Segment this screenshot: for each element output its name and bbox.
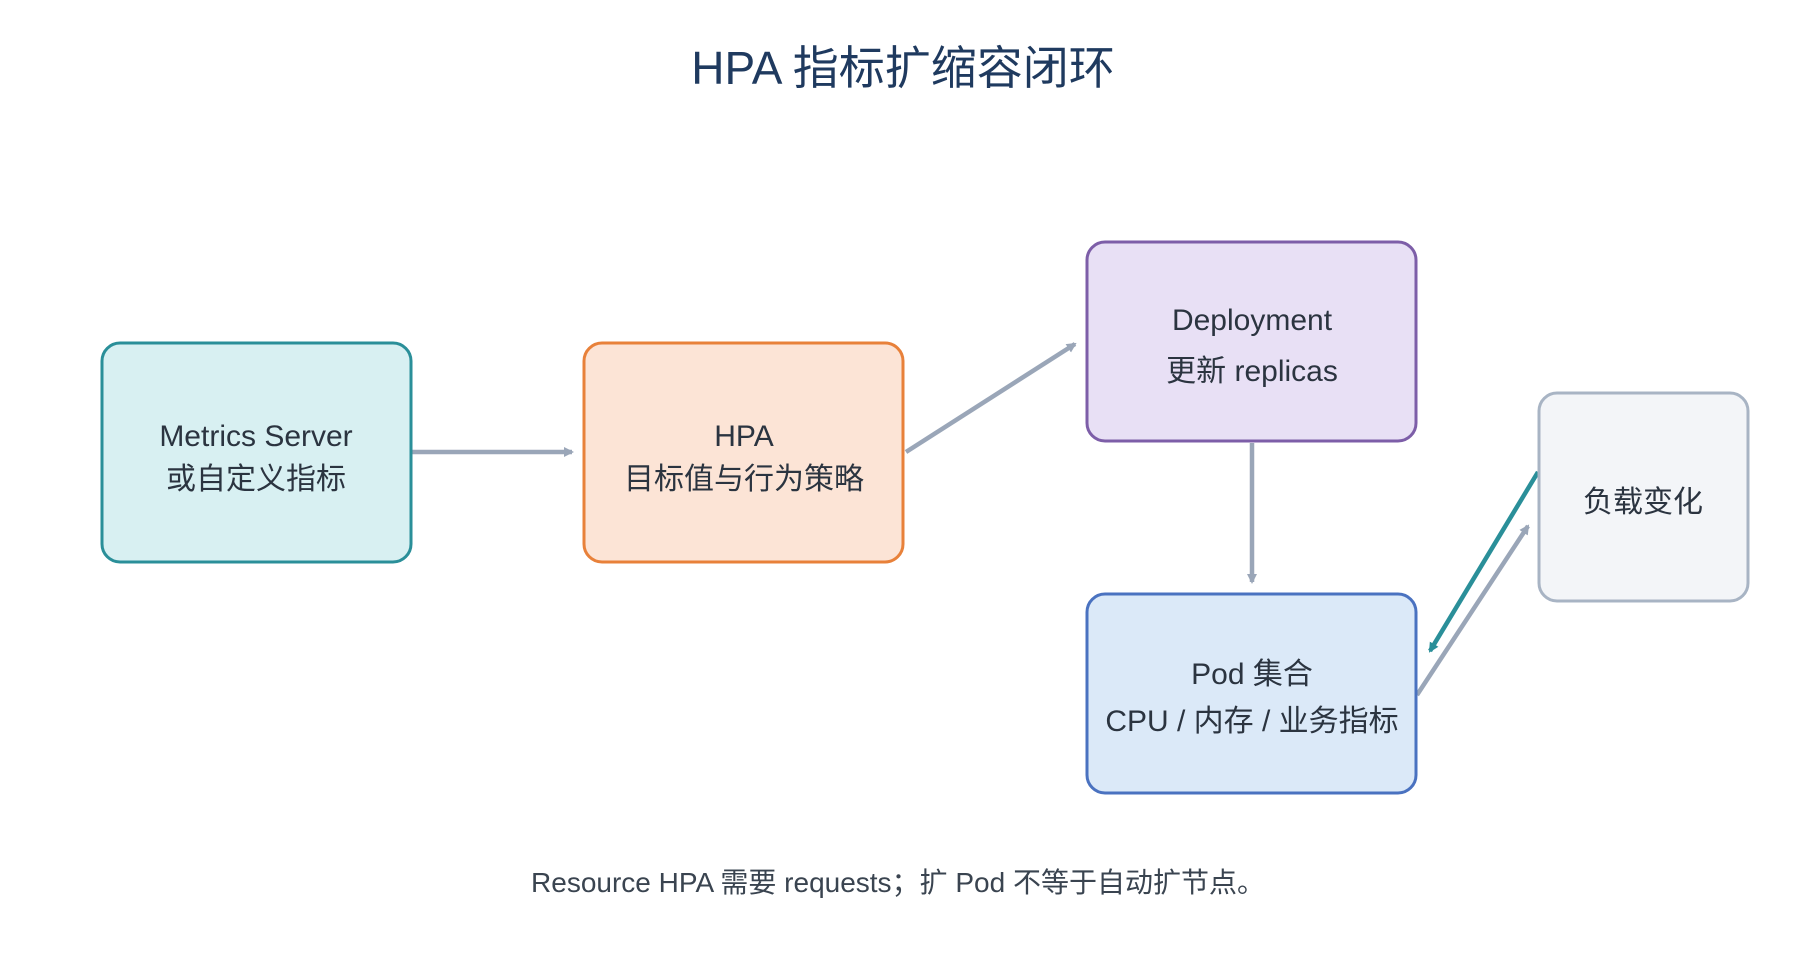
footer-note: Resource HPA 需要 requests；扩 Pod 不等于自动扩节点。 (531, 867, 1265, 898)
node-hpa: HPA 目标值与行为策略 (582, 341, 905, 564)
node-load-change: 负载变化 (1537, 391, 1750, 603)
node-metrics-server-box (100, 341, 413, 564)
node-hpa-title: HPA (714, 420, 773, 453)
node-deployment-subtitle: 更新 replicas (1166, 355, 1338, 388)
edge-pods-to-load (1415, 524, 1530, 697)
node-hpa-subtitle: 目标值与行为策略 (624, 463, 864, 496)
node-deployment-box (1085, 240, 1418, 443)
node-pods-title: Pod 集合 (1191, 658, 1313, 691)
node-pods: Pod 集合 CPU / 内存 / 业务指标 (1085, 592, 1418, 795)
node-load-change-box (1537, 391, 1750, 603)
node-deployment-title: Deployment (1172, 304, 1333, 337)
node-pods-box (1085, 592, 1418, 795)
node-metrics-server: Metrics Server 或自定义指标 (100, 341, 413, 564)
node-metrics-server-subtitle: 或自定义指标 (166, 463, 346, 496)
edge-load-to-pods (1428, 470, 1540, 653)
diagram-title: HPA 指标扩缩容闭环 (691, 42, 1114, 94)
node-deployment: Deployment 更新 replicas (1085, 240, 1418, 443)
node-hpa-box (582, 341, 905, 564)
node-metrics-server-title: Metrics Server (159, 420, 352, 453)
node-load-change-title: 负载变化 (1583, 486, 1703, 519)
edge-hpa-to-deployment (904, 342, 1077, 454)
node-pods-subtitle: CPU / 内存 / 业务指标 (1105, 705, 1398, 738)
